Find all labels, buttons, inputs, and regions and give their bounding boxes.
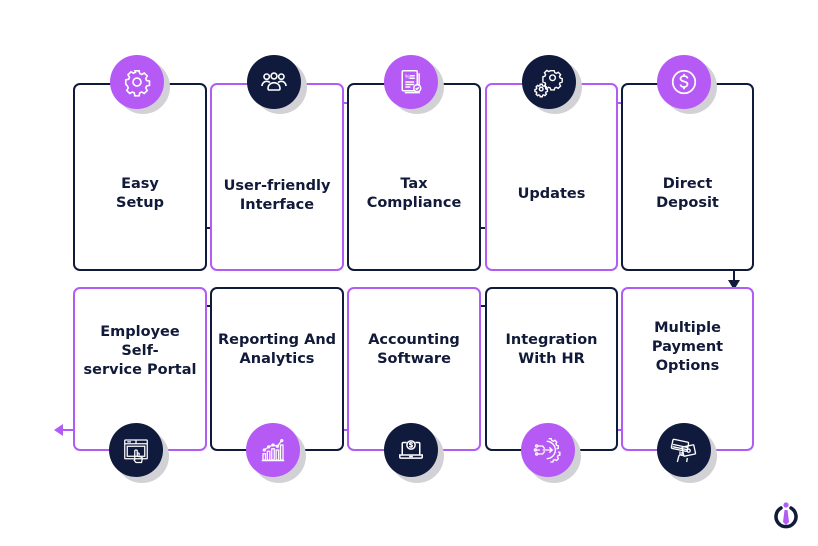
step-label: Updates <box>491 185 612 204</box>
label-line: Analytics <box>239 351 315 367</box>
integration-gear-icon <box>533 438 561 463</box>
arrowhead-10-out <box>54 424 63 436</box>
step-label: Tax Compliance <box>353 175 475 213</box>
tax-document-icon: % <box>401 70 422 94</box>
label-line: Deposit <box>656 195 719 211</box>
step-label: User-friendly Interface <box>216 177 338 215</box>
dollar-coin-icon <box>671 69 697 95</box>
label-line: service Portal <box>83 362 197 378</box>
step-icon-badge <box>247 55 301 109</box>
svg-text:%: % <box>405 74 410 80</box>
label-line: Compliance <box>366 195 462 211</box>
label-line: Tax <box>400 176 428 192</box>
step-icon-badge <box>657 423 711 477</box>
label-line: Easy <box>121 176 159 192</box>
users-group-icon <box>261 72 287 91</box>
step-label: Reporting And Analytics <box>216 331 338 369</box>
label-line: Self- <box>121 343 159 359</box>
step-label: Multiple Payment Options <box>627 319 748 376</box>
label-line: Multiple <box>654 320 721 336</box>
bar-chart-icon <box>261 439 285 462</box>
laptop-dollar-icon <box>399 440 423 459</box>
step-card-tax-compliance: Tax Compliance <box>347 83 481 271</box>
step-icon-badge <box>110 55 164 109</box>
arrowhead-5-6 <box>728 280 740 290</box>
step-icon-badge: % <box>384 55 438 109</box>
step-card-easy-setup: Easy Setup <box>73 83 207 271</box>
browser-click-icon <box>124 439 148 464</box>
label-line: Integration <box>505 332 598 348</box>
step-label: Employee Self- service Portal <box>79 323 201 380</box>
brand-logo-icon <box>774 502 798 529</box>
step-label: Direct Deposit <box>627 175 748 213</box>
card-cash-icon <box>670 438 697 463</box>
label-line: Updates <box>517 186 586 202</box>
label-line: Payment <box>651 339 724 355</box>
step-icon-badge <box>657 55 711 109</box>
step-icon-badge <box>109 423 163 477</box>
gear-icon <box>124 69 151 97</box>
step-label: Integration With HR <box>491 331 612 369</box>
step-card-direct-deposit: Direct Deposit <box>621 83 754 271</box>
label-line: User-friendly <box>223 178 331 194</box>
step-card-updates: Updates <box>485 83 618 271</box>
label-line: With HR <box>518 351 585 367</box>
label-line: Accounting <box>368 332 460 348</box>
step-icon-badge <box>522 55 576 109</box>
step-label: Easy Setup <box>79 175 201 213</box>
step-icon-badge <box>521 423 575 477</box>
step-icon-badge <box>246 423 300 477</box>
label-line: Direct <box>662 176 713 192</box>
step-icon-badge <box>384 423 438 477</box>
label-line: Software <box>377 351 451 367</box>
step-card-employee-self-service-portal: Employee Self- service Portal <box>73 287 207 451</box>
label-line: Reporting And <box>217 332 337 348</box>
gears-icon <box>534 69 563 98</box>
label-line: Interface <box>239 197 315 213</box>
label-line: Setup <box>116 195 164 211</box>
step-label: Accounting Software <box>353 331 475 369</box>
label-line: Options <box>655 358 720 374</box>
label-line: Employee <box>100 324 180 340</box>
step-card-user-friendly-interface: User-friendly Interface <box>210 83 344 271</box>
